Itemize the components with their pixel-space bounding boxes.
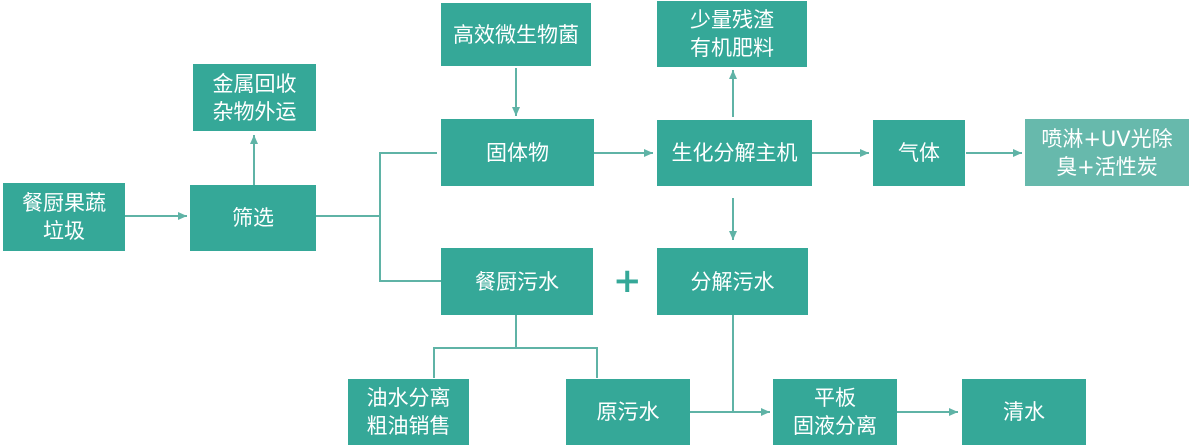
node-label-line: 臭+活性炭 xyxy=(1056,154,1158,179)
node-clean-water: 清水 xyxy=(962,379,1086,445)
node-plate-separation: 平板 固液分离 xyxy=(773,379,897,445)
node-label-line: 有机肥料 xyxy=(690,36,774,60)
node-label-line: 垃圾 xyxy=(43,219,85,243)
node-decomp-water: 分解污水 xyxy=(657,248,808,315)
node-kitchen-water: 餐厨污水 xyxy=(441,248,593,315)
node-residue: 少量残渣 有机肥料 xyxy=(657,1,807,67)
node-label-line: 喷淋+UV光除 xyxy=(1041,126,1173,151)
node-label: 筛选 xyxy=(232,206,274,230)
node-label: 原污水 xyxy=(596,400,660,424)
node-label: 清水 xyxy=(1003,400,1045,424)
connector-water-to-oil xyxy=(433,347,598,378)
node-label: 固体物 xyxy=(486,140,549,165)
node-label-line: 餐厨果蔬 xyxy=(22,191,106,215)
node-label-line: 少量残渣 xyxy=(690,8,774,32)
node-label-line: 平板 xyxy=(814,386,856,410)
node-label: 高效微生物菌 xyxy=(453,22,579,47)
node-raw-water: 原污水 xyxy=(566,379,690,445)
node-oil-separation: 油水分离 粗油销售 xyxy=(348,379,469,445)
connector-split-to-water xyxy=(379,216,441,282)
plus-sign: + xyxy=(613,261,642,301)
node-label: 生化分解主机 xyxy=(671,141,798,165)
node-label-line: 杂物外运 xyxy=(212,99,297,124)
node-label: 餐厨污水 xyxy=(475,269,559,294)
node-label-line: 粗油销售 xyxy=(366,414,451,438)
node-label-line: 固液分离 xyxy=(793,414,877,438)
node-screening: 筛选 xyxy=(190,185,316,251)
node-main-unit: 生化分解主机 xyxy=(657,120,812,186)
node-gas: 气体 xyxy=(873,120,965,186)
node-label: 气体 xyxy=(898,141,940,165)
node-metal-recycling: 金属回收 杂物外运 xyxy=(193,64,316,131)
node-kitchen-waste: 餐厨果蔬 垃圾 xyxy=(3,183,125,251)
node-label-line: 油水分离 xyxy=(366,386,451,410)
node-label-line: 金属回收 xyxy=(212,71,297,96)
connector-split-to-solids xyxy=(379,152,437,216)
node-solids: 固体物 xyxy=(441,119,594,186)
node-deodorize: 喷淋+UV光除 臭+活性炭 xyxy=(1025,119,1189,186)
node-label: 分解污水 xyxy=(690,269,775,294)
node-microbes: 高效微生物菌 xyxy=(441,3,591,66)
